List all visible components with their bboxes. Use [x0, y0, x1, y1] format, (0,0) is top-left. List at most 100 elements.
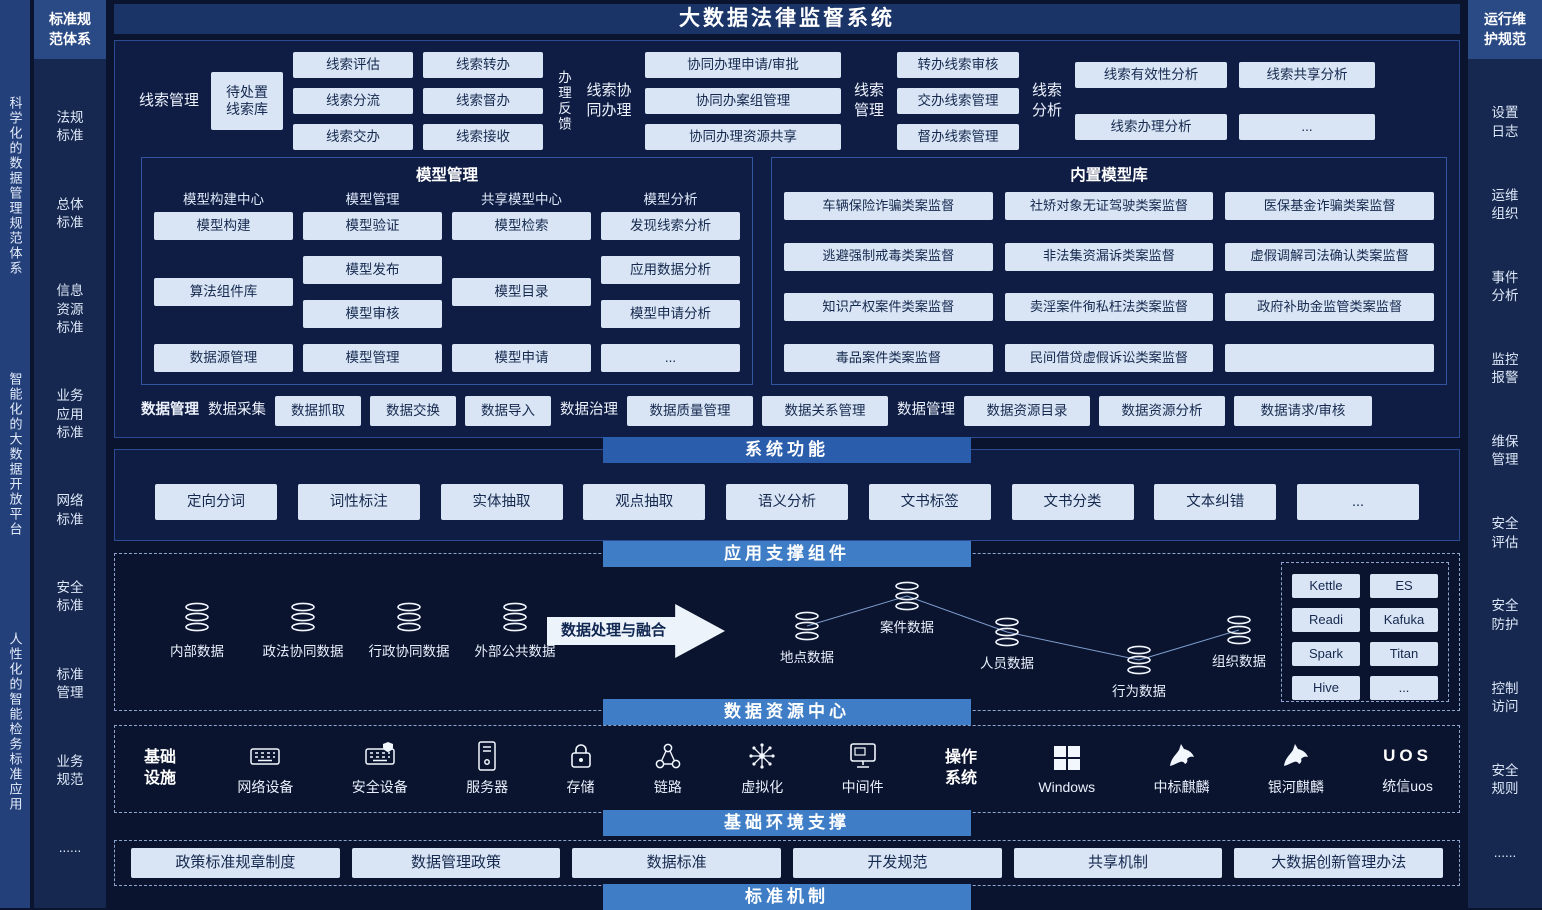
ops-rail-item: 设置日志 — [1491, 105, 1519, 139]
function-box: 文本纠错 — [1154, 484, 1277, 520]
database-icon — [396, 602, 422, 632]
ops-rail-item: 维保管理 — [1491, 434, 1519, 468]
model-panel-title: 模型管理 — [415, 167, 478, 184]
fused-data-node: 人员数据 — [975, 617, 1039, 672]
model-box: 模型申请分析 — [601, 300, 740, 328]
standards-rail-item: 业务规范 — [56, 753, 84, 787]
data-sources-group: 内部数据 政法协同数据 行政协同数据 外部公共数据 — [149, 602, 563, 660]
os-item-label: 中标麒麟 — [1153, 779, 1210, 795]
tool-box: ES — [1370, 574, 1438, 598]
feedback-vertical-label: 办理反馈 — [556, 70, 571, 132]
ops-rail-item: 控制访问 — [1491, 680, 1519, 714]
function-box: 定向分词 — [155, 484, 277, 520]
device-label: 网络设备 — [237, 779, 294, 795]
data-box: 数据交换 — [370, 396, 456, 426]
builtin-models-grid: 车辆保险诈骗类案监督 社矫对象无证驾驶类案监督 医保基金诈骗类案监督 逃避强制戒… — [784, 188, 1434, 372]
standards-rail-items: 法规标准 总体标准 信息资源标准 业务应用标准 网络标准 安全标准 标准管理 业… — [34, 59, 106, 908]
device: 虚拟化 — [741, 741, 783, 797]
data-source-label: 内部数据 — [170, 644, 224, 659]
server-icon — [475, 741, 499, 771]
device: 安全设备 — [352, 741, 408, 797]
tool-box: Kafuka — [1370, 608, 1438, 632]
model-box: 模型发布 — [303, 256, 442, 284]
standards-rail-item: 标准管理 — [56, 666, 84, 701]
database-icon — [184, 602, 210, 632]
os-item: Windows — [1038, 743, 1095, 795]
clue-box: 线索督办 — [423, 88, 543, 114]
model-box: 模型申请 — [452, 344, 591, 372]
model-box: 模型构建 — [154, 212, 293, 240]
outer-rail-line-1: 科学化的数据管理规范体系 — [7, 95, 23, 276]
model-box: 模型验证 — [303, 212, 442, 240]
pending-clue-pool-box: 待处置线索库 — [211, 72, 283, 130]
device-label: 服务器 — [466, 779, 509, 795]
page-title: 大数据法律监督系统 — [114, 4, 1460, 34]
os-item: 中标麒麟 — [1154, 741, 1210, 797]
data-source: 行政协同数据 — [361, 602, 457, 660]
fused-data-label: 地点数据 — [780, 650, 834, 665]
model-management-panel: 模型管理 模型构建中心 模型构建 算法组件库 数据源管理 模型管理 — [141, 157, 753, 385]
clue-manage2-col: 转办线索审核 交办线索管理 督办线索管理 — [897, 49, 1019, 153]
fused-data-label: 组织数据 — [1212, 654, 1266, 669]
data-source-label: 外部公共数据 — [474, 644, 556, 659]
os-item-label: 统信uos — [1382, 778, 1433, 794]
data-collect-label: 数据采集 — [208, 402, 266, 419]
data-box: 数据资源目录 — [964, 396, 1090, 426]
keyboard-icon — [249, 741, 281, 771]
clue-manage2-label: 线索管理 — [853, 81, 884, 119]
builtin-model-box — [1225, 343, 1434, 372]
infrastructure-label: 基础设施 — [143, 749, 176, 787]
database-icon — [794, 611, 820, 641]
link-icon — [653, 741, 683, 771]
standards-mechanism-bar: 标准机制 — [603, 884, 971, 910]
data-source: 外部公共数据 — [467, 602, 563, 660]
device: 链路 — [653, 741, 683, 797]
base-environment-bar: 基础环境支撑 — [603, 810, 971, 836]
standards-rail-item: 法规标准 — [56, 109, 84, 144]
clue-box: 协同办理资源共享 — [645, 124, 841, 150]
policy-box: 政策标准规章制度 — [131, 848, 340, 878]
app-support-section: 内部数据 政法协同数据 行政协同数据 外部公共数据 数据处理与融合 — [114, 553, 1460, 711]
policy-section: 政策标准规章制度 数据管理政策 数据标准 开发规范 共享机制 大数据创新管理办法 — [114, 840, 1460, 886]
device: 服务器 — [466, 741, 508, 797]
policy-box: 数据管理政策 — [351, 848, 561, 878]
function-box: 文书标签 — [868, 484, 991, 520]
tool-box: ... — [1370, 676, 1438, 700]
device-label: 安全设备 — [351, 779, 408, 795]
data-source-label: 政法协同数据 — [262, 644, 344, 659]
clue-actions-col-2: 线索转办 线索督办 线索接收 — [423, 49, 543, 153]
clue-box: 协同办案组管理 — [645, 88, 841, 114]
fused-data-node: 地点数据 — [775, 611, 839, 666]
data-box: 数据关系管理 — [762, 396, 888, 426]
standards-rail-item: 信息资源标准 — [56, 283, 84, 335]
clue-box: 线索办理分析 — [1075, 114, 1227, 140]
tool-box: Spark — [1292, 642, 1360, 666]
clue-box: 督办线索管理 — [897, 124, 1019, 150]
model-box: 应用数据分析 — [601, 256, 740, 284]
data-box: 数据导入 — [465, 396, 551, 426]
uos-logo-icon: UOS — [1383, 746, 1432, 765]
clue-analysis-grid: 线索有效性分析 线索共享分析 线索办理分析 ... — [1075, 62, 1375, 140]
database-icon — [894, 581, 920, 611]
model-box: 算法组件库 — [154, 278, 293, 306]
ops-rail-items: 设置日志 运维组织 事件分析 监控报警 维保管理 安全评估 安全防护 控制访问 … — [1468, 59, 1542, 908]
clue-box: 线索交办 — [293, 124, 413, 150]
standards-rail: 标准规范体系 法规标准 总体标准 信息资源标准 业务应用标准 网络标准 安全标准… — [34, 0, 106, 908]
data-mgmt-title: 数据管理 — [141, 402, 199, 419]
ops-rail-item: 安全防护 — [1491, 598, 1519, 632]
tool-box: Hive — [1292, 676, 1360, 700]
fused-data-node: 组织数据 — [1207, 615, 1271, 670]
clue-box: 转办线索审核 — [897, 52, 1019, 78]
data-box: 数据质量管理 — [627, 396, 753, 426]
model-col-header: 模型管理 — [345, 192, 400, 207]
model-col-share: 共享模型中心 模型检索 模型目录 模型申请 — [452, 188, 591, 374]
model-col-analysis: 模型分析 发现线索分析 应用数据分析 模型申请分析 ... — [601, 188, 740, 374]
model-col-header: 模型分析 — [643, 192, 698, 207]
standards-rail-title: 标准规范体系 — [34, 0, 106, 59]
database-icon — [290, 602, 316, 632]
data-source: 内部数据 — [149, 602, 245, 660]
clue-box: 线索转办 — [423, 52, 543, 78]
device-label: 存储 — [566, 779, 595, 795]
model-row: 模型管理 模型构建中心 模型构建 算法组件库 数据源管理 模型管理 — [141, 157, 1447, 385]
